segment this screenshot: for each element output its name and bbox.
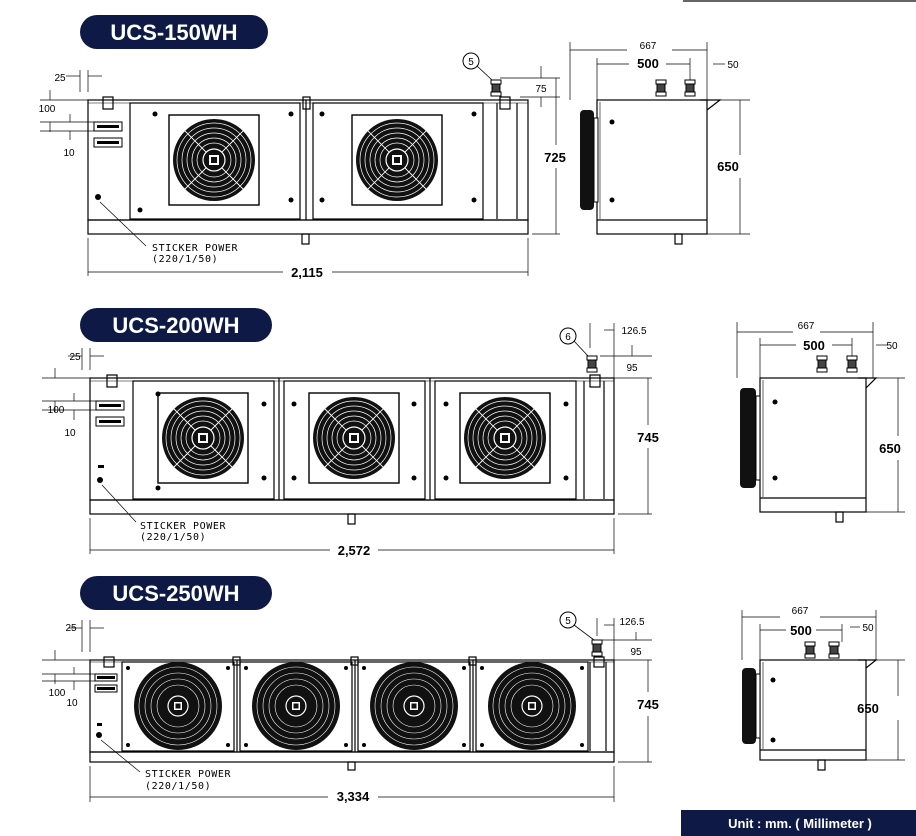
model-title: UCS-250WH — [112, 581, 239, 606]
pipe-fitting-icon — [490, 79, 502, 97]
dim-side-offset: 50 — [886, 341, 898, 352]
dim-side-width: 667 — [640, 41, 657, 52]
pipe-fitting-icon — [586, 355, 598, 373]
dim-side-height: 650 — [717, 159, 739, 174]
dim-height: 725 — [544, 150, 566, 165]
side-fan-guard — [580, 110, 594, 210]
dim-side-inner: 500 — [803, 338, 825, 353]
title-pill: UCS-150WH — [80, 15, 268, 49]
unit-bar: Unit : mm. ( Millimeter ) — [681, 810, 916, 836]
dim-width: 3,334 — [337, 789, 370, 804]
callout-number: 6 — [565, 332, 571, 343]
fan-icon — [459, 392, 551, 484]
dim-top-right: 95 — [626, 363, 638, 374]
model-title: UCS-150WH — [110, 20, 237, 45]
dim-left-100: 100 — [48, 405, 65, 416]
sticker-power-label: STICKER POWER — [152, 243, 238, 254]
fan-icon — [369, 661, 459, 751]
dim-left-100: 100 — [39, 104, 56, 115]
dim-height: 745 — [637, 697, 659, 712]
sticker-power-value: (220/1/50) — [152, 254, 218, 265]
dim-top-offset: 126.5 — [619, 617, 644, 628]
sticker-power-value: (220/1/50) — [145, 781, 211, 792]
front-view — [87, 96, 529, 245]
dim-top-offset: 126.5 — [621, 326, 646, 337]
dim-width: 2,572 — [338, 543, 371, 558]
pipe-fitting-icon — [846, 355, 858, 373]
sticker-power-value: (220/1/50) — [140, 532, 206, 543]
fan-icon — [251, 661, 341, 751]
side-fan-guard — [740, 388, 756, 488]
dim-height: 745 — [637, 430, 659, 445]
dim-side-height: 650 — [879, 441, 901, 456]
unit-label: Unit : mm. ( Millimeter ) — [728, 816, 872, 831]
dim-left-25: 25 — [54, 73, 66, 84]
sticker-power-label: STICKER POWER — [145, 769, 231, 780]
fan-icon — [308, 392, 400, 484]
fan-icon — [157, 392, 249, 484]
nameplate — [94, 673, 118, 726]
nameplate — [95, 400, 125, 468]
side-view — [759, 377, 878, 523]
pipe-fitting-icon — [828, 641, 840, 659]
dim-side-inner: 500 — [637, 56, 659, 71]
title-pill: UCS-250WH — [80, 576, 272, 610]
dim-left-10: 10 — [64, 428, 76, 439]
side-view — [596, 99, 722, 245]
side-fan-guard — [742, 668, 756, 744]
fan-icon — [168, 114, 260, 206]
pipe-fitting-icon — [591, 639, 603, 657]
title-pill: UCS-200WH — [80, 308, 272, 342]
dim-top-right: 75 — [535, 84, 547, 95]
callout-number: 5 — [565, 616, 571, 627]
dim-side-width: 667 — [792, 606, 809, 617]
dim-top-right: 95 — [630, 647, 642, 658]
dim-width: 2,115 — [291, 265, 323, 280]
model-ucs-150wh: UCS-150WH — [39, 15, 750, 280]
front-view — [89, 374, 615, 525]
pipe-fitting-icon — [804, 641, 816, 659]
dim-side-height: 650 — [857, 701, 879, 716]
dim-side-offset: 50 — [862, 623, 874, 634]
pipe-fitting-icon — [816, 355, 828, 373]
dim-left-25: 25 — [69, 352, 81, 363]
dim-left-100: 100 — [49, 688, 66, 699]
model-ucs-250wh: UCS-250WH — [42, 576, 905, 804]
pipe-fitting-icon — [655, 79, 667, 97]
dim-left-25: 25 — [65, 623, 77, 634]
dim-side-inner: 500 — [790, 623, 812, 638]
dim-left-10: 10 — [66, 698, 78, 709]
nameplate — [93, 121, 123, 148]
dim-left-10: 10 — [63, 148, 75, 159]
dim-side-width: 667 — [798, 321, 815, 332]
pipe-fitting-icon — [684, 79, 696, 97]
callout-number: 5 — [468, 57, 474, 68]
model-ucs-200wh: UCS-200WH — [42, 308, 905, 558]
model-title: UCS-200WH — [112, 313, 239, 338]
dim-side-offset: 50 — [727, 60, 739, 71]
fan-icon — [351, 114, 443, 206]
sticker-power-label: STICKER POWER — [140, 521, 226, 532]
fan-icon — [133, 661, 223, 751]
fan-icon — [487, 661, 577, 751]
